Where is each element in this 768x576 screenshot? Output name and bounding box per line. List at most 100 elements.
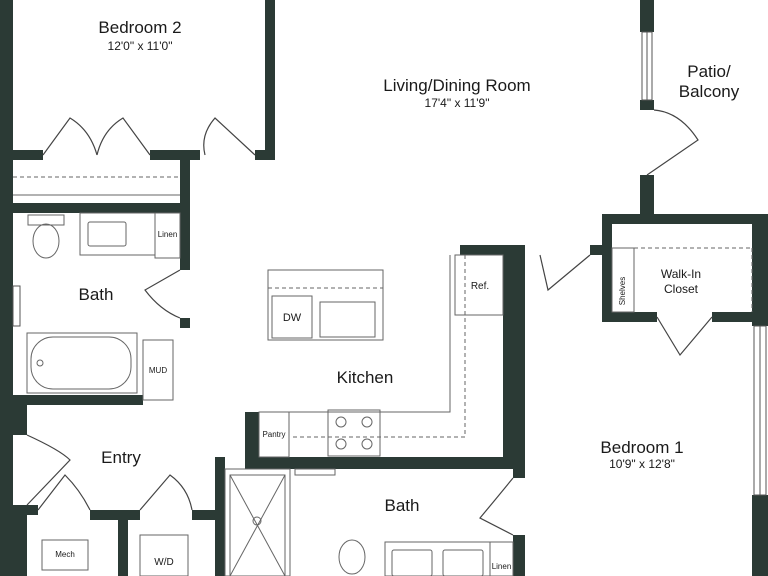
wall <box>215 457 225 576</box>
bath-vanity <box>79 212 156 256</box>
wall <box>602 214 612 320</box>
pantry <box>258 411 290 458</box>
wall <box>255 150 275 160</box>
wall <box>590 245 602 255</box>
burner <box>335 438 347 450</box>
wall <box>13 203 190 213</box>
fixture-label-shelves: Shelves <box>618 276 627 306</box>
fixtures <box>13 176 753 576</box>
windows <box>12 31 767 496</box>
closet-rod <box>634 247 753 312</box>
wall <box>192 510 215 520</box>
wall <box>180 318 190 328</box>
shower <box>224 468 291 576</box>
linen-closet <box>489 541 514 576</box>
burner <box>361 416 373 428</box>
entry-door <box>26 434 71 506</box>
kitchen-island <box>267 269 384 341</box>
closet-door <box>656 316 713 357</box>
room-dims-bedroom-2: 12'0" x 11'0" <box>107 39 173 53</box>
doors <box>26 109 713 536</box>
wall <box>712 312 762 322</box>
fixture-label-washer-dryer: W/D <box>154 557 174 568</box>
toilet-bowl <box>338 539 366 575</box>
wall <box>245 457 523 469</box>
washer-dryer <box>139 534 189 576</box>
patio-door <box>646 109 699 176</box>
shower-inner <box>229 474 286 576</box>
bath-door <box>479 477 514 536</box>
fixture-label-linen: Linen <box>491 562 512 571</box>
wall <box>513 245 525 478</box>
closet-shelves <box>611 247 635 313</box>
fixture-label-linen: Linen <box>157 230 178 239</box>
room-dims-bedroom-1: 10'9" x 12'8" <box>609 457 675 471</box>
fixture-label-pantry: Pantry <box>262 430 286 439</box>
burner <box>335 416 347 428</box>
vanity-sink <box>87 221 127 247</box>
room-label-bath-1: Bath <box>384 496 420 515</box>
burner <box>361 438 373 450</box>
room-label-kitchen: Kitchen <box>336 368 394 387</box>
wall <box>640 100 654 110</box>
refrigerator <box>454 254 504 316</box>
vanity-sink <box>442 549 484 576</box>
shower-bench <box>294 468 336 476</box>
kitchen-sink <box>319 301 376 338</box>
closet-door <box>96 117 151 156</box>
wall <box>13 515 27 576</box>
bathtub-basin <box>30 336 132 390</box>
wall <box>513 535 525 576</box>
wall <box>640 0 654 32</box>
wall <box>602 312 657 322</box>
wall <box>118 520 128 576</box>
room-label-bath-2: Bath <box>78 285 114 304</box>
mech-unit <box>41 539 89 571</box>
room-label-entry: Entry <box>101 448 141 467</box>
toilet-bowl <box>32 223 60 259</box>
tub-drain <box>36 359 44 367</box>
wall <box>245 412 259 460</box>
wall <box>150 150 200 160</box>
wall <box>13 405 27 435</box>
dishwasher <box>271 295 313 339</box>
wall <box>90 510 140 520</box>
bath-door <box>144 269 181 319</box>
wall <box>752 214 768 326</box>
bedroom-door <box>539 254 591 292</box>
wall <box>13 150 43 160</box>
cooktop <box>327 409 381 457</box>
fixture-label-mech: Mech <box>55 550 75 559</box>
counter-edge <box>290 255 466 438</box>
room-label-living-dining: Living/Dining Room <box>383 76 531 95</box>
double-vanity <box>384 541 491 576</box>
shower-drain <box>252 516 262 526</box>
wall <box>265 0 275 160</box>
wall <box>13 505 38 515</box>
bathtub <box>26 332 138 394</box>
wall <box>460 245 515 255</box>
laundry-door <box>139 474 193 511</box>
wall <box>180 160 190 270</box>
closet-door <box>42 117 98 156</box>
fixture-label-mud: MUD <box>148 366 168 375</box>
window <box>12 285 21 327</box>
shower-slope <box>229 474 286 576</box>
room-label-patio-balcony: Patio/ Balcony <box>678 62 740 101</box>
bedroom-door <box>203 117 256 156</box>
wall <box>503 255 515 457</box>
linen-closet <box>154 212 181 259</box>
mud-area <box>142 339 174 401</box>
fixture-label-dishwasher: DW <box>282 312 302 324</box>
vanity-sink <box>391 549 433 576</box>
wall <box>640 175 654 215</box>
toilet-tank <box>27 214 65 226</box>
room-dims-living-dining: 17'4" x 11'9" <box>424 96 490 110</box>
kitchen-counter <box>259 255 451 413</box>
room-label-bedroom-2: Bedroom 2 <box>98 18 182 37</box>
wall <box>13 395 143 405</box>
mech-door <box>37 474 91 511</box>
wall <box>0 0 13 576</box>
